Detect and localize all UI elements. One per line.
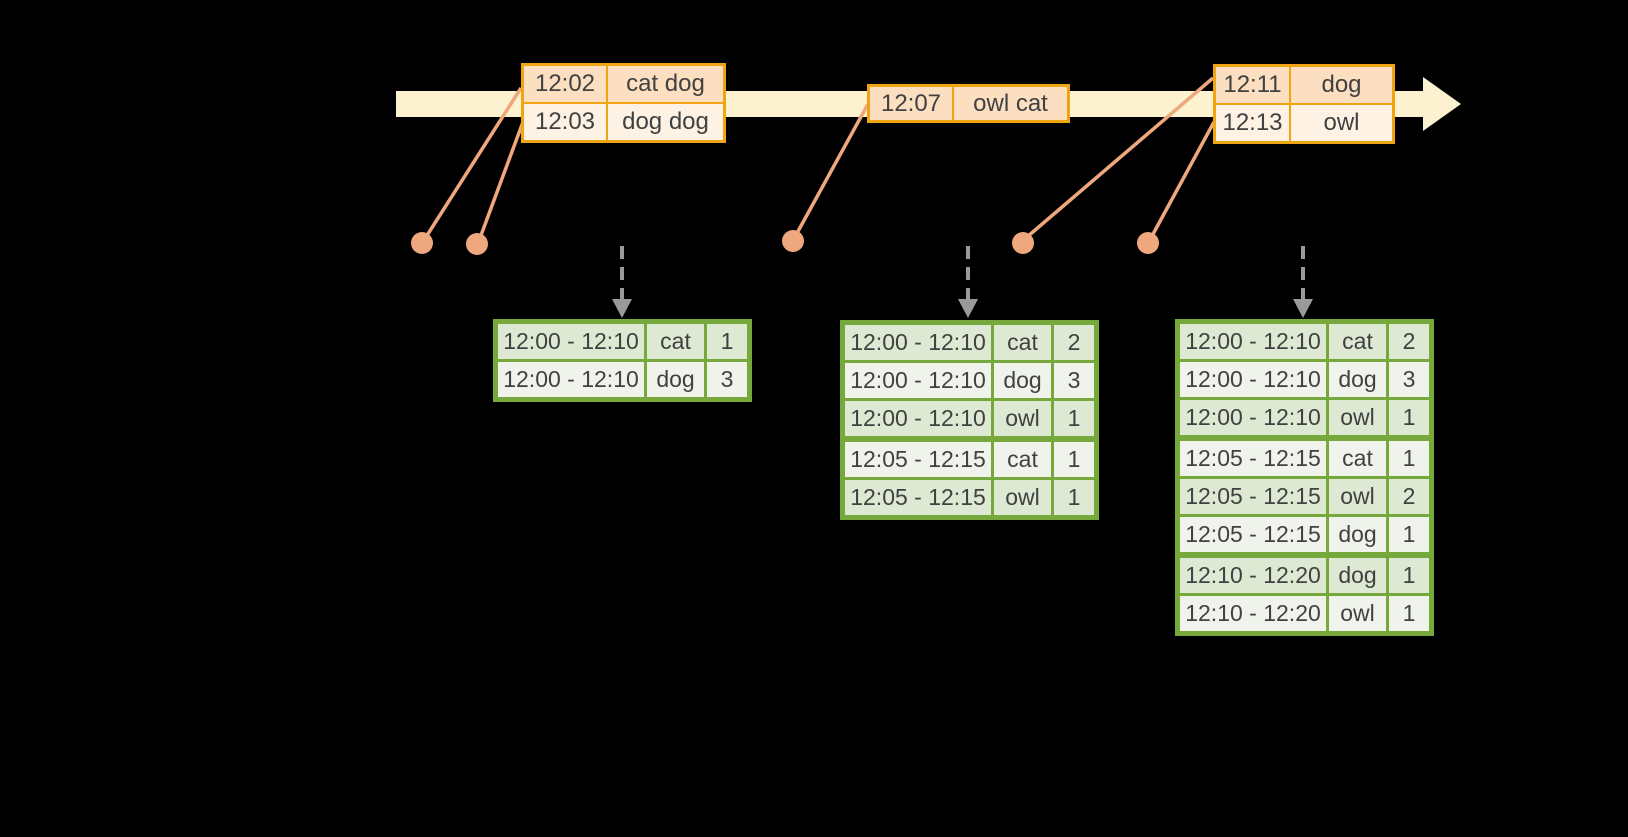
- word-cell: cat: [1329, 324, 1386, 359]
- event-words-cell: owl cat: [954, 87, 1067, 120]
- window-cell: 12:00 - 12:10: [1180, 400, 1326, 435]
- count-cell: 3: [1389, 362, 1429, 397]
- count-cell: 1: [1389, 596, 1429, 631]
- window-cell: 12:10 - 12:20: [1180, 558, 1326, 593]
- event-dot-icon: [411, 232, 433, 254]
- event-dot-icon: [1012, 232, 1034, 254]
- event-table-3: 12:11 dog 12:13 owl: [1213, 64, 1395, 144]
- trigger-arrows: [612, 246, 1313, 318]
- event-table-1: 12:02 cat dog 12:03 dog dog: [521, 63, 726, 143]
- window-cell: 12:05 - 12:15: [1180, 517, 1326, 552]
- window-cell: 12:00 - 12:10: [845, 401, 991, 436]
- window-cell: 12:00 - 12:10: [1180, 324, 1326, 359]
- event-dot-icon: [466, 233, 488, 255]
- count-cell: 1: [1054, 401, 1094, 436]
- result-row: 12:10 - 12:20 owl 1: [1180, 596, 1429, 631]
- word-cell: cat: [994, 442, 1051, 477]
- word-cell: dog: [1329, 517, 1386, 552]
- connector-line: [794, 103, 870, 236]
- result-row: 12:00 - 12:10 dog 3: [498, 362, 747, 397]
- word-cell: owl: [994, 480, 1051, 515]
- count-cell: 1: [1389, 400, 1429, 435]
- window-group: 12:10 - 12:20 dog 1 12:10 - 12:20 owl 1: [1180, 558, 1429, 631]
- word-cell: dog: [1329, 362, 1386, 397]
- window-group: 12:00 - 12:10 cat 2 12:00 - 12:10 dog 3 …: [1180, 324, 1429, 435]
- event-dot-icon: [782, 230, 804, 252]
- word-cell: cat: [647, 324, 704, 359]
- result-table-1: 12:00 - 12:10 cat 1 12:00 - 12:10 dog 3: [493, 319, 752, 402]
- window-cell: 12:00 - 12:10: [845, 363, 991, 398]
- connector-line: [1150, 121, 1216, 237]
- count-cell: 2: [1389, 479, 1429, 514]
- event-time-cell: 12:11: [1216, 67, 1289, 103]
- word-cell: dog: [1329, 558, 1386, 593]
- event-dot-icon: [1137, 232, 1159, 254]
- result-table-2: 12:00 - 12:10 cat 2 12:00 - 12:10 dog 3 …: [840, 320, 1099, 520]
- event-words-cell: dog dog: [608, 104, 723, 140]
- count-cell: 1: [1054, 480, 1094, 515]
- timeline-arrowhead-icon: [1423, 77, 1461, 131]
- trigger-arrowhead-icon: [958, 299, 978, 318]
- count-cell: 3: [1054, 363, 1094, 398]
- result-row: 12:05 - 12:15 cat 1: [1180, 441, 1429, 476]
- window-group: 12:05 - 12:15 cat 1 12:05 - 12:15 owl 1: [845, 442, 1094, 515]
- result-row: 12:05 - 12:15 dog 1: [1180, 517, 1429, 552]
- result-table-3: 12:00 - 12:10 cat 2 12:00 - 12:10 dog 3 …: [1175, 319, 1434, 636]
- count-cell: 1: [1389, 517, 1429, 552]
- event-table-2: 12:07 owl cat: [867, 84, 1070, 123]
- event-time-cell: 12:03: [524, 104, 606, 140]
- window-cell: 12:00 - 12:10: [1180, 362, 1326, 397]
- event-time-cell: 12:07: [870, 87, 952, 120]
- trigger-arrowhead-icon: [1293, 299, 1313, 318]
- word-cell: dog: [647, 362, 704, 397]
- event-words-cell: dog: [1291, 67, 1392, 103]
- word-cell: owl: [1329, 596, 1386, 631]
- window-group: 12:05 - 12:15 cat 1 12:05 - 12:15 owl 2 …: [1180, 441, 1429, 552]
- result-row: 12:00 - 12:10 cat 1: [498, 324, 747, 359]
- window-cell: 12:05 - 12:15: [1180, 479, 1326, 514]
- word-cell: dog: [994, 363, 1051, 398]
- count-cell: 1: [1389, 558, 1429, 593]
- event-dots: [411, 230, 1159, 255]
- count-cell: 3: [707, 362, 747, 397]
- window-cell: 12:05 - 12:15: [845, 480, 991, 515]
- word-cell: cat: [994, 325, 1051, 360]
- event-time-cell: 12:13: [1216, 105, 1289, 141]
- count-cell: 2: [1054, 325, 1094, 360]
- result-row: 12:10 - 12:20 dog 1: [1180, 558, 1429, 593]
- event-words-cell: owl: [1291, 105, 1392, 141]
- event-time-cell: 12:02: [524, 66, 606, 102]
- window-cell: 12:05 - 12:15: [1180, 441, 1326, 476]
- result-row: 12:00 - 12:10 cat 2: [1180, 324, 1429, 359]
- window-cell: 12:00 - 12:10: [845, 325, 991, 360]
- window-cell: 12:05 - 12:15: [845, 442, 991, 477]
- result-row: 12:00 - 12:10 owl 1: [1180, 400, 1429, 435]
- window-cell: 12:10 - 12:20: [1180, 596, 1326, 631]
- count-cell: 1: [707, 324, 747, 359]
- count-cell: 1: [1389, 441, 1429, 476]
- word-cell: cat: [1329, 441, 1386, 476]
- word-cell: owl: [1329, 479, 1386, 514]
- result-row: 12:05 - 12:15 cat 1: [845, 442, 1094, 477]
- event-words-cell: cat dog: [608, 66, 723, 102]
- window-group: 12:00 - 12:10 cat 2 12:00 - 12:10 dog 3 …: [845, 325, 1094, 436]
- count-cell: 2: [1389, 324, 1429, 359]
- word-cell: owl: [1329, 400, 1386, 435]
- window-group: 12:00 - 12:10 cat 1 12:00 - 12:10 dog 3: [498, 324, 747, 397]
- trigger-arrowhead-icon: [612, 299, 632, 318]
- word-cell: owl: [994, 401, 1051, 436]
- result-row: 12:00 - 12:10 dog 3: [845, 363, 1094, 398]
- count-cell: 1: [1054, 442, 1094, 477]
- result-row: 12:00 - 12:10 dog 3: [1180, 362, 1429, 397]
- result-row: 12:00 - 12:10 cat 2: [845, 325, 1094, 360]
- window-cell: 12:00 - 12:10: [498, 324, 644, 359]
- result-row: 12:00 - 12:10 owl 1: [845, 401, 1094, 436]
- result-row: 12:05 - 12:15 owl 1: [845, 480, 1094, 515]
- connector-line: [478, 121, 525, 239]
- window-cell: 12:00 - 12:10: [498, 362, 644, 397]
- result-row: 12:05 - 12:15 owl 2: [1180, 479, 1429, 514]
